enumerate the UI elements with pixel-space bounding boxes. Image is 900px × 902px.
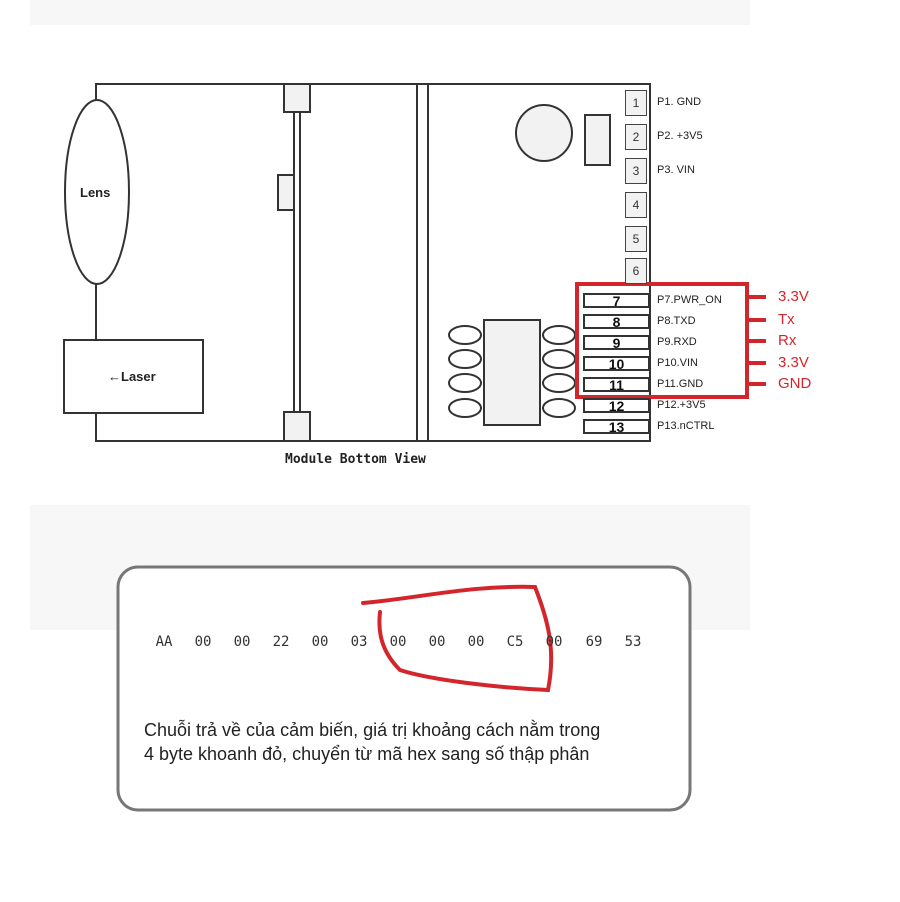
rail-slider (277, 174, 295, 211)
sensor-circle (515, 104, 573, 162)
pin-11: 11 (583, 377, 650, 392)
laser-box (63, 339, 204, 414)
pin-8: 8 (583, 314, 650, 329)
pin-label: P2. +3V5 (657, 130, 703, 142)
hex-byte: 00 (311, 634, 329, 650)
note-line-1: Chuỗi trả về của cảm biến, giá trị khoản… (144, 720, 601, 740)
pin-1: 1 (625, 90, 647, 116)
pin-label: P11.GND (657, 378, 704, 390)
hex-byte: 00 (545, 634, 563, 650)
hex-byte: 53 (624, 634, 642, 650)
pin-label: P10.VIN (657, 357, 698, 369)
pin-label: P8.TXD (657, 315, 696, 327)
frame-panel (116, 565, 692, 812)
pin-label: P9.RXD (657, 336, 697, 348)
pin-6: 6 (625, 258, 647, 284)
connection-label: GND (778, 375, 812, 392)
pin-7: 7 (583, 293, 650, 308)
pin-label: P12.+3V5 (657, 399, 706, 411)
rail-block-top (283, 83, 311, 113)
pin-label: P3. VIN (657, 164, 695, 176)
pin-2: 2 (625, 124, 647, 150)
pin-label: P7.PWR_ON (657, 294, 722, 306)
hex-byte: AA (155, 634, 173, 650)
pin-5: 5 (625, 226, 647, 252)
hex-byte: 22 (272, 634, 290, 650)
hex-byte: 03 (350, 634, 368, 650)
connection-label: 3.3V (778, 354, 809, 371)
pin-label: P1. GND (657, 96, 702, 108)
hex-byte: 00 (389, 634, 407, 650)
pin-3: 3 (625, 158, 647, 184)
hex-byte: 00 (467, 634, 485, 650)
hex-byte: C5 (506, 634, 524, 650)
lens-shape (64, 99, 130, 285)
pin-12: 12 (583, 398, 650, 413)
lens-label: Lens (80, 185, 111, 200)
background-band (30, 0, 750, 25)
pin-10: 10 (583, 356, 650, 371)
hex-byte: 00 (233, 634, 251, 650)
connection-label: Tx (778, 311, 795, 328)
laser-label: ←Laser (108, 369, 156, 384)
note-line-2: 4 byte khoanh đỏ, chuyển từ mã hex sang … (144, 744, 590, 764)
connection-label: 3.3V (778, 288, 809, 305)
pin-13: 13 (583, 419, 650, 434)
ic-chip (483, 319, 541, 426)
pin-label: P13.nCTRL (657, 420, 715, 432)
connection-stubs (747, 295, 766, 386)
component-rect (584, 114, 611, 166)
hex-byte: 69 (585, 634, 603, 650)
pin-4: 4 (625, 192, 647, 218)
caption: Module Bottom View (285, 452, 426, 467)
red-circled-bytes (361, 584, 554, 693)
pin-9: 9 (583, 335, 650, 350)
hex-byte: 00 (194, 634, 212, 650)
rail-block-bottom (283, 411, 311, 442)
connection-label: Rx (778, 332, 797, 349)
hex-byte: 00 (428, 634, 446, 650)
